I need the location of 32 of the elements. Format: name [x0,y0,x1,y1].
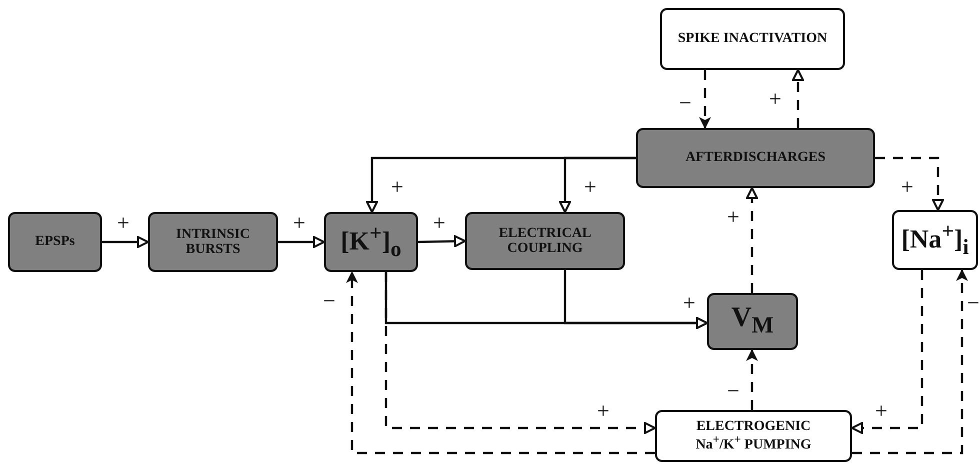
node-label: EPSPs [35,234,75,250]
node-label: ELECTROGENIC Na$^{+}$/K$^{+}$ PUMPING [694,418,812,454]
node-label: V$_{M}$ [731,303,774,340]
node-label: SPIKE INACTIVATION [678,31,828,47]
process-box [465,212,625,270]
node-label: [Na$^{+}$]$_{i}$ [901,220,969,260]
arrow [384,272,656,434]
process-box [148,212,278,272]
arrow [564,270,708,329]
arrow [746,187,758,293]
arrow [102,236,149,248]
arrow [792,69,804,128]
process-box [324,212,418,272]
process-box [636,128,875,188]
arrow [346,271,655,454]
node-label: [K$^{+}$]$_{o}$ [340,222,402,262]
process-box [707,293,798,350]
node-label: INTRINSIC BURSTS [175,226,251,258]
arrow [852,269,968,454]
arrow [418,235,466,248]
process-box [8,212,102,272]
arrow [278,236,325,248]
arrow [851,270,924,434]
arrow [875,156,944,211]
arrow [746,349,758,410]
process-box [892,210,978,270]
node-label: ELECTRICAL COUPLING [498,226,592,256]
process-box [660,8,845,70]
node-label: AFTERDISCHARGES [685,150,826,166]
arrow [699,70,711,129]
process-box [655,410,852,462]
arrow [559,156,636,213]
